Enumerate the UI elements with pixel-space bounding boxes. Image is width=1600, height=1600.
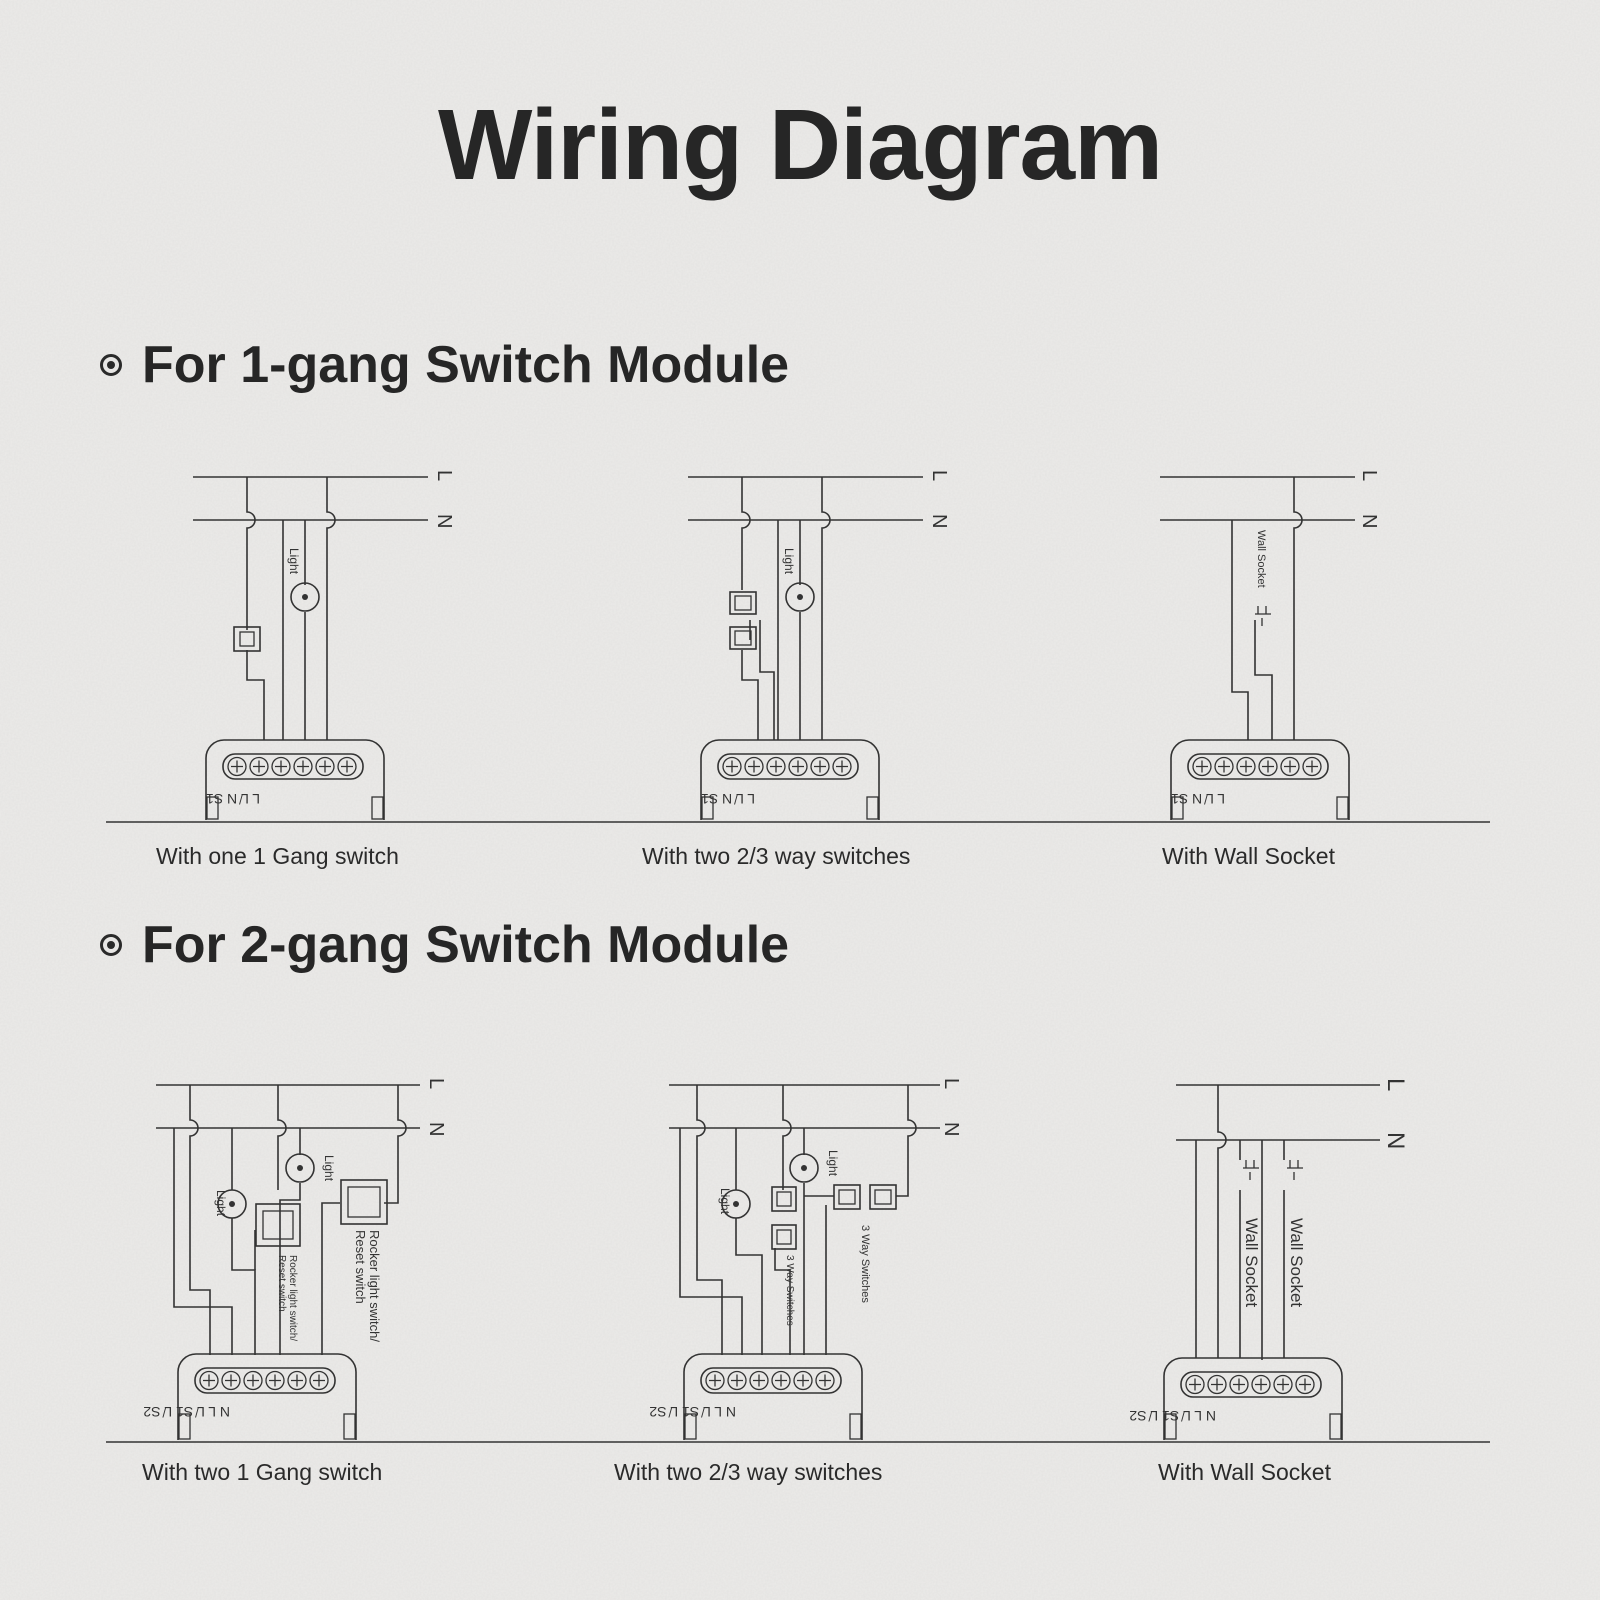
neutral-label: N (433, 514, 455, 528)
light-icon (721, 1189, 751, 1219)
section-2gang-title: For 2-gang Switch Module (142, 916, 790, 974)
terminal-labels: N L L̸ S1 L̸ S2 (649, 1404, 736, 1420)
wall-socket-label: Wall Socket (1242, 1218, 1261, 1307)
light-label: Light (826, 1150, 840, 1177)
live-label: L (940, 1078, 962, 1089)
reset-switch-label: Reset switch (276, 1255, 287, 1312)
diagram-2gang-wall-socket: L N Wall Socket Wall Socket N L L̸ S1 L̸… (1129, 1078, 1409, 1440)
terminal-labels: N L L̸ S1 L̸ S2 (143, 1404, 230, 1420)
neutral-label: N (425, 1122, 447, 1136)
light-icon (290, 582, 320, 612)
wall-socket-icon (1255, 606, 1271, 626)
caption-1gang-one-switch: With one 1 Gang switch (156, 843, 399, 869)
diagram-1gang-one-switch: L N Light L L̸ N S1 (193, 470, 455, 820)
switch-module (683, 1353, 863, 1440)
live-label: L (1382, 1078, 1409, 1091)
section-2gang-heading: For 2-gang Switch Module (100, 915, 789, 975)
terminal-labels: L L̸ N S1 (206, 791, 260, 807)
switch-icon (233, 626, 261, 652)
light-icon (217, 1189, 247, 1219)
light-icon (285, 1153, 315, 1183)
terminal-screw-icons (231, 760, 353, 773)
wall-socket-icon (1287, 1160, 1303, 1180)
two-way-switch-icon (729, 626, 757, 650)
page-title: Wiring Diagram (437, 89, 1163, 201)
switch-module (205, 739, 385, 820)
terminal-labels: L L̸ N S1 (1171, 791, 1225, 807)
three-way-switch-icon (771, 1186, 797, 1212)
three-way-switches-label: 3 Way Switches (859, 1225, 871, 1303)
three-way-switches-label: 3 Way Switches (784, 1255, 795, 1326)
light-label: Light (718, 1188, 732, 1215)
diagram-1gang-wall-socket: L N Wall Socket L L̸ N S1 (1160, 470, 1380, 820)
terminal-labels: L L̸ N S1 (701, 791, 755, 807)
switch-module (177, 1353, 357, 1440)
neutral-label: N (1358, 514, 1380, 528)
diagram-2gang-two-switches: L N Light Light Rocker light switch/ Res… (143, 1078, 447, 1440)
neutral-label: N (940, 1122, 962, 1136)
diagram-2gang-two-way-switches: L N Light Light 3 Way Switches 3 Way Swi… (649, 1078, 962, 1440)
terminal-labels: N L L̸ S1 L̸ S2 (1129, 1408, 1216, 1424)
neutral-label: N (928, 514, 950, 528)
section-1gang-heading: For 1-gang Switch Module (100, 335, 789, 395)
switch-module (1170, 739, 1350, 820)
live-label: L (425, 1078, 447, 1089)
wall-socket-label: Wall Socket (1287, 1218, 1306, 1307)
live-label: L (433, 470, 455, 481)
three-way-switch-icon (869, 1184, 897, 1210)
live-label: L (928, 470, 950, 481)
bullet-icon (100, 354, 122, 376)
wall-socket-icon (1243, 1160, 1259, 1180)
light-label: Light (287, 548, 301, 575)
caption-2gang-two-switches: With two 1 Gang switch (142, 1459, 383, 1485)
rocker-switch-label: Rocker light switch/ (367, 1230, 382, 1342)
two-way-switch-icon (729, 591, 757, 615)
neutral-label: N (1382, 1132, 1409, 1149)
wall-socket-label: Wall Socket (1255, 530, 1267, 588)
three-way-switch-icon (771, 1224, 797, 1250)
rocker-switch-icon (340, 1179, 388, 1225)
switch-module (1163, 1357, 1343, 1440)
reset-switch-label: Reset switch (353, 1230, 368, 1304)
light-label: Light (214, 1190, 228, 1217)
light-icon (789, 1153, 819, 1183)
three-way-switch-icon (833, 1184, 861, 1210)
caption-1gang-two-way: With two 2/3 way switches (642, 843, 911, 869)
bullet-icon (100, 934, 122, 956)
rocker-switch-label: Rocker light switch/ (287, 1255, 298, 1341)
diagram-1gang-two-way-switches: L N Light L L̸ N S1 (688, 470, 950, 820)
caption-2gang-two-way: With two 2/3 way switches (614, 1459, 883, 1485)
live-label: L (1358, 470, 1380, 481)
light-label: Light (782, 548, 796, 575)
switch-module (700, 739, 880, 820)
rocker-switch-icon (255, 1203, 301, 1247)
caption-2gang-wall-socket: With Wall Socket (1158, 1459, 1331, 1485)
light-icon (785, 582, 815, 612)
section-1gang-title: For 1-gang Switch Module (142, 336, 790, 394)
caption-1gang-wall-socket: With Wall Socket (1162, 843, 1335, 869)
light-label: Light (322, 1155, 336, 1182)
